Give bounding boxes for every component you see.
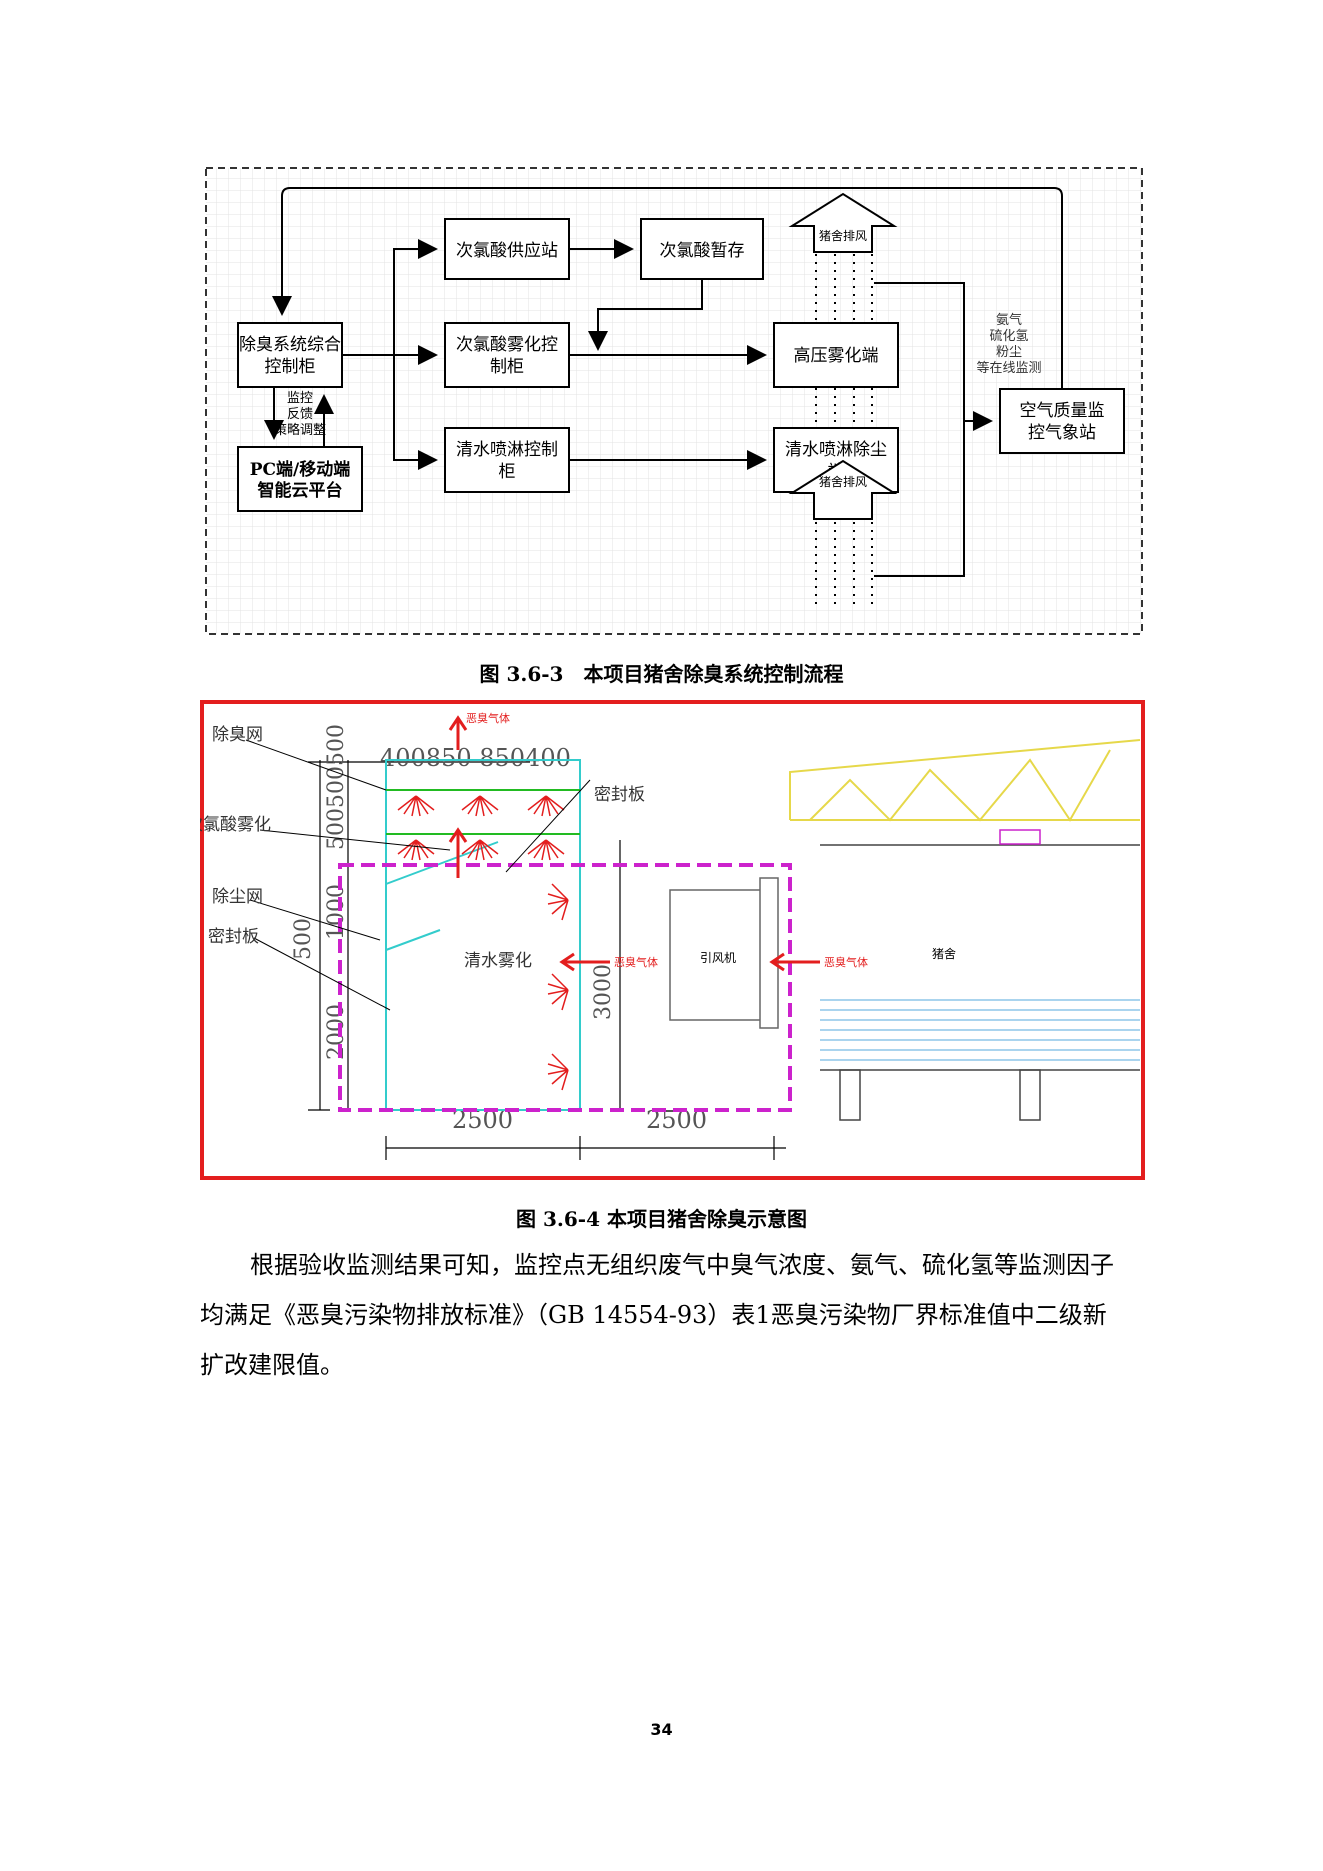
svg-text:次氯酸雾化: 次氯酸雾化 — [200, 815, 271, 835]
svg-text:次氯酸雾化控: 次氯酸雾化控 — [456, 335, 558, 355]
hypochlorous-spray-nozzles — [397, 795, 565, 861]
svg-text:等在线监测: 等在线监测 — [976, 360, 1041, 376]
dimension-lines — [308, 760, 786, 1160]
svg-text:密封板: 密封板 — [594, 785, 645, 805]
svg-text:硫化氢: 硫化氢 — [989, 329, 1028, 344]
airflow-dots — [815, 254, 873, 606]
svg-text:2000: 2000 — [324, 1004, 349, 1060]
svg-text:恶臭气体: 恶臭气体 — [614, 955, 658, 969]
svg-text:氨气: 氨气 — [996, 312, 1022, 328]
figure-caption-2: 图 3.6-4 本项目猪舍除臭示意图 — [516, 1207, 807, 1231]
seal-boundary — [338, 863, 792, 1112]
svg-text:智能云平台: 智能云平台 — [258, 480, 343, 501]
box-atomize-cabinet: 次氯酸雾化控 制柜 — [444, 322, 570, 388]
schematic-labels: 除臭网 次氯酸雾化 除尘网 密封板 密封板 清水雾化 — [200, 725, 645, 971]
svg-text:引风机: 引风机 — [700, 951, 736, 965]
svg-text:制柜: 制柜 — [490, 357, 524, 377]
exhaust-bottom-arrow: 猪舍排风 — [788, 459, 898, 520]
svg-text:密封板: 密封板 — [208, 927, 259, 947]
svg-text:恶臭气体: 恶臭气体 — [466, 711, 510, 725]
exhaust-top-arrow: 猪舍排风 — [788, 192, 898, 253]
box-supply-station: 次氯酸供应站 — [444, 218, 570, 280]
body-paragraph: 根据验收监测结果可知，监控点无组织废气中臭气浓度、氨气、硫化氢等监测因子均满足《… — [200, 1251, 1114, 1379]
box-high-pressure: 高压雾化端 — [773, 322, 899, 388]
svg-text:粉尘: 粉尘 — [996, 345, 1022, 360]
box-temp-storage: 次氯酸暂存 — [640, 218, 764, 280]
page-number: 34 — [650, 1720, 673, 1739]
control-flow-diagram: 除臭系统综合 控制柜 PC端/移动端 智能云平台 次氯酸供应站 次氯酸暂存 次氯… — [205, 167, 1143, 635]
svg-text:次氯酸暂存: 次氯酸暂存 — [660, 241, 745, 261]
water-spray-nozzles — [547, 883, 569, 1091]
box-main-cabinet: 除臭系统综合 控制柜 — [237, 322, 343, 388]
svg-text:3000: 3000 — [591, 964, 616, 1020]
svg-text:猪舍排风: 猪舍排风 — [819, 228, 867, 243]
gas-monitor-label: 氨气 硫化氢 粉尘 等在线监测 — [976, 312, 1041, 376]
pig-house-label: 猪舍 — [932, 946, 956, 961]
svg-text:1000: 1000 — [324, 884, 349, 940]
svg-text:PC端/移动端: PC端/移动端 — [250, 459, 351, 480]
svg-text:500: 500 — [291, 918, 316, 960]
leader-lines — [245, 739, 591, 1011]
svg-text:除臭系统综合: 除臭系统综合 — [239, 335, 341, 355]
box-water-spray-cabinet: 清水喷淋控制 柜 — [444, 427, 570, 493]
svg-text:400850 850400: 400850 850400 — [380, 744, 571, 772]
svg-text:清水雾化: 清水雾化 — [464, 951, 532, 971]
svg-text:策略调整: 策略调整 — [274, 422, 326, 438]
fan-unit: 引风机 — [669, 877, 779, 1029]
svg-text:控气象站: 控气象站 — [1028, 423, 1096, 443]
figure-caption-1: 图 3.6-3 本项目猪舍除臭系统控制流程 — [479, 662, 844, 686]
svg-text:猪舍排风: 猪舍排风 — [819, 474, 867, 489]
svg-text:恶臭气体: 恶臭气体 — [824, 955, 868, 969]
box-air-station: 空气质量监 控气象站 — [999, 388, 1125, 454]
odor-arrows — [448, 715, 820, 972]
svg-text:监控: 监控 — [287, 391, 313, 406]
svg-text:高压雾化端: 高压雾化端 — [794, 346, 879, 366]
flow-connectors — [264, 187, 1063, 577]
svg-text:次氯酸供应站: 次氯酸供应站 — [456, 241, 558, 261]
svg-text:控制柜: 控制柜 — [265, 357, 316, 377]
pig-house-structure — [789, 739, 1141, 822]
box-pc-platform: PC端/移动端 智能云平台 — [237, 446, 363, 512]
svg-text:500500500: 500500500 — [324, 724, 349, 850]
monitor-label: 监控 反馈 策略调整 — [274, 391, 326, 438]
svg-text:清水喷淋控制: 清水喷淋控制 — [456, 440, 558, 460]
svg-text:空气质量监: 空气质量监 — [1020, 401, 1105, 421]
odor-labels: 恶臭气体 恶臭气体 恶臭气体 — [466, 711, 868, 969]
deodor-tower — [385, 759, 581, 1111]
svg-text:柜: 柜 — [499, 462, 516, 482]
svg-text:除臭网: 除臭网 — [212, 725, 263, 745]
svg-text:反馈: 反馈 — [287, 407, 313, 422]
svg-text:清水喷淋除尘: 清水喷淋除尘 — [785, 440, 887, 460]
deodorization-schematic: 400850 850400 500500500 1000 500 2000 30… — [200, 700, 1145, 1180]
svg-text:除尘网: 除尘网 — [212, 887, 263, 907]
pig-house-lines — [820, 829, 1140, 1121]
